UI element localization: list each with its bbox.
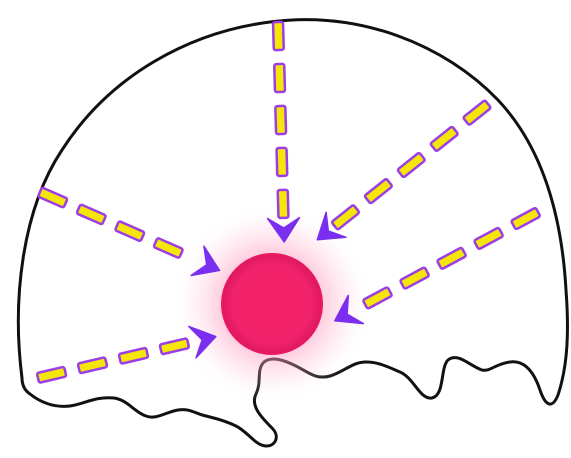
beam-top-dash-0 xyxy=(273,22,284,50)
beam-top-dash-3 xyxy=(277,148,288,176)
beam-top-dash-4 xyxy=(278,190,289,218)
beam-top-dash-2 xyxy=(275,106,286,134)
radiation-target-icon xyxy=(222,254,322,354)
beam-top-dash-1 xyxy=(274,64,285,92)
